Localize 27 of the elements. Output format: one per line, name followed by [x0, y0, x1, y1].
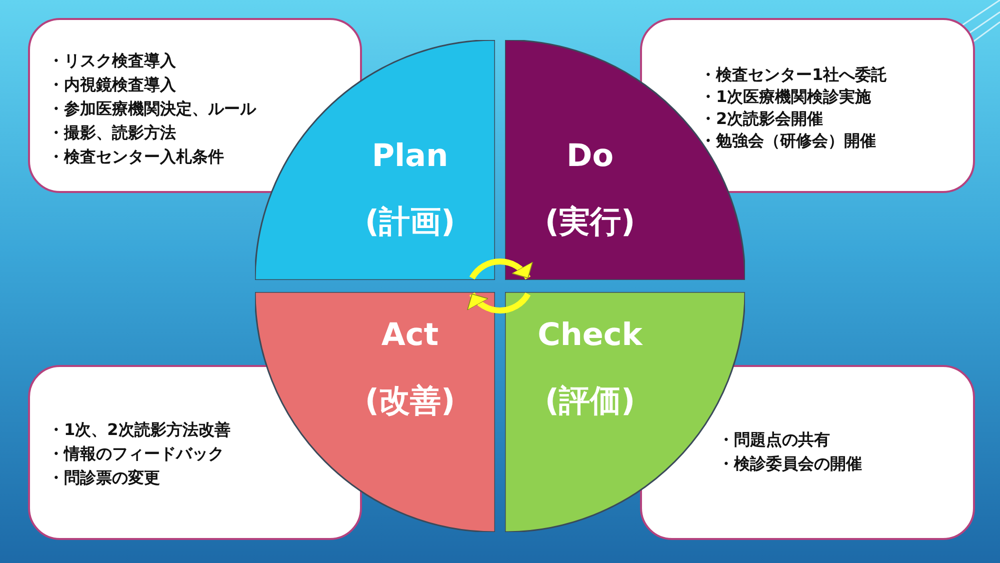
bullet-item: ・問題点の共有 [718, 429, 830, 451]
curved-arrow [468, 292, 531, 314]
phase-label: (実行) [544, 204, 636, 240]
bullet-item: ・参加医療機関決定、ルール [48, 98, 256, 120]
phase-label: Plan [372, 138, 448, 174]
quadrant-segment [255, 40, 495, 280]
phase-label: Do [566, 138, 614, 174]
bullet-item: ・検査センター1社へ委託 [700, 64, 888, 86]
bullet-item: ・勉強会（研修会）開催 [700, 130, 876, 152]
bullet-item: ・2次読影会開催 [700, 108, 824, 130]
bullet-item: ・検査センター入札条件 [48, 146, 224, 168]
bullet-item: ・リスク検査導入 [48, 50, 176, 72]
phase-label: (計画) [364, 204, 456, 240]
quadrant-segment [255, 292, 495, 532]
bullet-item: ・1次、2次読影方法改善 [48, 419, 230, 441]
bullet-item: ・撮影、読影方法 [48, 122, 176, 144]
bullet-item: ・情報のフィードバック [48, 443, 224, 465]
phase-label: Act [381, 317, 439, 353]
bullet-item: ・1次医療機関検診実施 [700, 86, 872, 108]
bullet-item: ・内視鏡検査導入 [48, 74, 176, 96]
phase-label: Check [538, 317, 642, 353]
phase-label: (評価) [544, 383, 636, 419]
bullet-item: ・問診票の変更 [48, 467, 160, 489]
text-box [640, 18, 975, 193]
bullet-item: ・検診委員会の開催 [718, 453, 862, 475]
curved-arrow [469, 258, 532, 280]
phase-label: (改善) [364, 383, 456, 419]
